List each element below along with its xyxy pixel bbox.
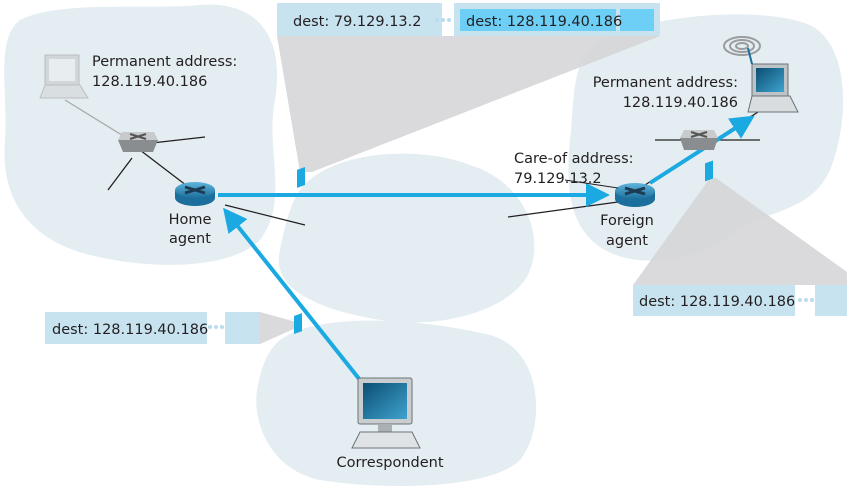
outer-header-box — [277, 3, 462, 36]
packet-icon — [294, 313, 302, 334]
packet-zoom-funnel-top — [277, 36, 660, 172]
wireless-icon — [723, 36, 761, 65]
home-permanent-address-value: 128.119.40.186 — [92, 74, 207, 90]
packet-icon — [705, 160, 713, 182]
home-permanent-address-label: Permanent address: — [92, 54, 237, 70]
mobile-permanent-address-label: Permanent address: — [593, 75, 738, 91]
ellipsis-icon — [798, 298, 814, 302]
foreign-agent-label-line2: agent — [606, 233, 648, 249]
packet-zoom-funnel-left — [260, 312, 296, 344]
top-inner-dest: dest: 128.119.40.186 — [466, 14, 622, 30]
tunnel-arrows — [218, 115, 755, 382]
home-agent-label-line1: Home — [169, 212, 212, 228]
switch-icon — [680, 130, 718, 150]
correspondent-label: Correspondent — [336, 455, 443, 471]
home-agent-router-icon — [175, 182, 215, 206]
left-packet-dest: dest: 128.119.40.186 — [52, 322, 208, 338]
arrow-foreign-to-mobile — [648, 115, 755, 185]
mobile-laptop-icon — [747, 63, 799, 113]
right-header-box — [633, 285, 795, 316]
left-payload-box — [225, 312, 260, 344]
home-agent-label-line2: agent — [169, 231, 211, 247]
foreign-agent-router-icon — [615, 183, 655, 207]
foreign-agent-label-line1: Foreign — [600, 213, 654, 229]
ellipsis-icon — [435, 18, 451, 22]
mobile-permanent-address-value: 128.119.40.186 — [623, 95, 738, 111]
switch-icon — [118, 132, 158, 152]
ellipsis-icon — [208, 325, 224, 329]
right-packet-dest: dest: 128.119.40.186 — [639, 294, 795, 310]
arrow-correspondent-to-home — [223, 207, 362, 382]
top-outer-dest: dest: 79.129.13.2 — [293, 14, 422, 30]
inner-header-box — [460, 9, 616, 31]
packet-zoom-funnel-right — [633, 178, 847, 285]
right-payload-box — [815, 285, 847, 316]
laptop-icon — [39, 54, 89, 99]
care-of-address-value: 79.129.13.2 — [514, 171, 602, 187]
care-of-address-label: Care-of address: — [514, 151, 634, 167]
left-header-box — [45, 312, 207, 344]
desktop-computer-icon — [351, 377, 421, 449]
packet-icon — [297, 166, 305, 188]
internet-cloud — [278, 153, 535, 323]
inner-payload-box — [620, 9, 654, 31]
